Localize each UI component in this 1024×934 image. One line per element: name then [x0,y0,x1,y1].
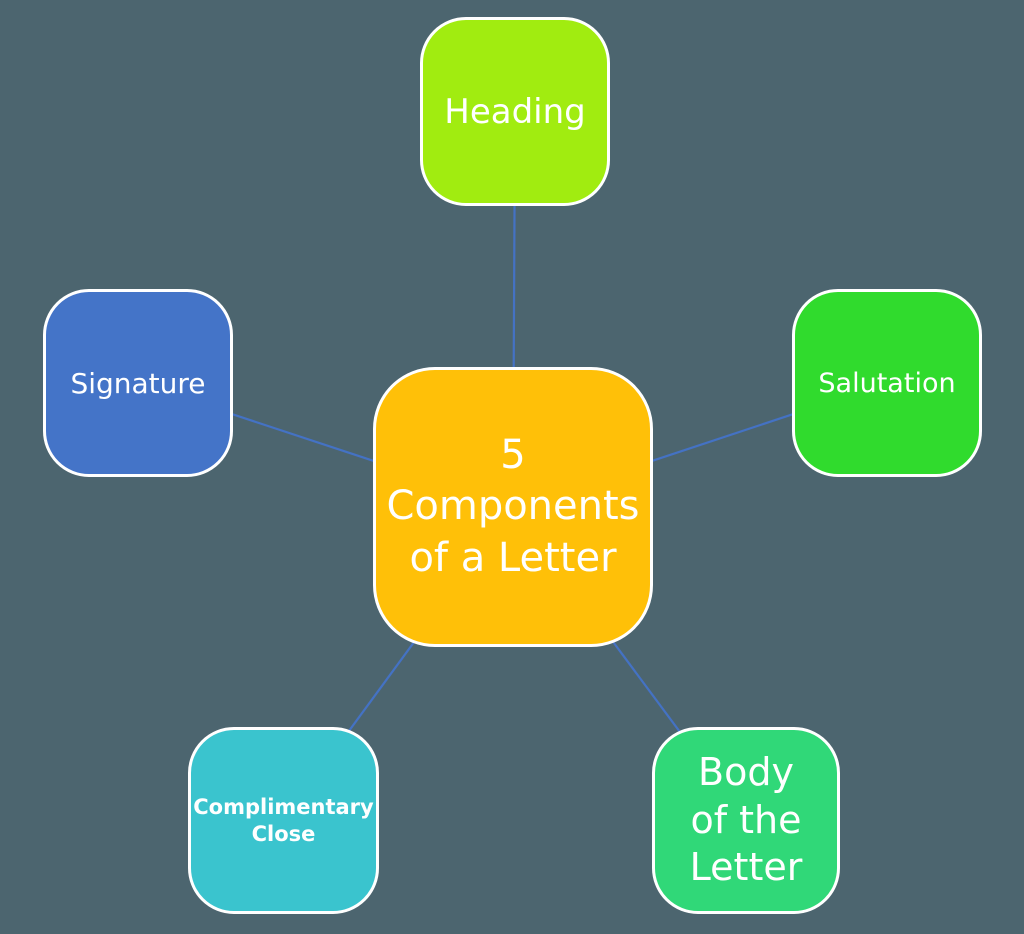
center-topic-line-1: 5 [500,432,526,479]
node-heading: Heading [420,17,610,206]
node-body-of-the-letter: Body of the Letter [652,727,840,914]
node-signature-label: Signature [70,366,206,400]
node-complimentary-close: Complimentary Close [188,727,379,914]
node-complimentary-close-line-2: Close [251,821,316,846]
node-heading-label: Heading [444,91,586,132]
node-salutation-label: Salutation [818,367,956,399]
center-topic-line-2: Components [386,483,640,530]
node-body-line-2: of the [690,797,802,842]
node-body-line-3: Letter [689,845,803,890]
node-signature: Signature [43,289,233,477]
node-complimentary-close-line-1: Complimentary [193,795,374,820]
node-salutation: Salutation [792,289,982,477]
node-body-line-1: Body [698,750,794,795]
center-topic-line-3: of a Letter [409,534,617,581]
node-center-topic: 5 Components of a Letter [373,367,653,647]
